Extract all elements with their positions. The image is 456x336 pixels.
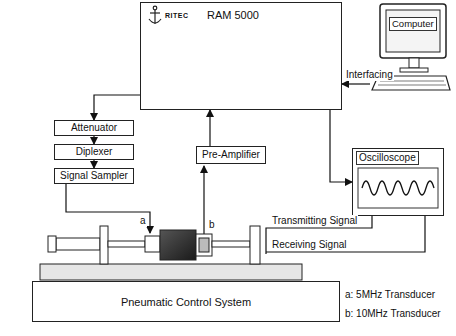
node-text: RITEC [165,12,189,19]
connector-arrow [330,110,352,182]
node-text: Pre-Amplifier [202,149,260,161]
edge-label: Interfacing [345,69,394,81]
signal-name: Receiving Signal [271,239,348,251]
node-text: Signal Sampler [60,170,128,182]
signal-wire [203,166,204,234]
node-text: RAM 5000 [207,9,259,21]
oscilloscope-screen [358,168,438,208]
process-box: Signal Sampler [54,168,134,184]
connector-arrow [94,95,140,120]
connector-arrow [209,110,210,146]
note-text: a: 5MHz Transducer [344,289,436,301]
logo-symbol [149,6,161,24]
connector-arrow [93,160,94,168]
callout-letter: a [139,215,147,227]
node-text: Pneumatic Control System [121,296,251,308]
connector-arrow [93,136,94,144]
note-text: b: 10MHz Transducer [344,308,442,320]
process-box: Pre-Amplifier [196,146,266,164]
node-text: Diplexer [76,146,113,158]
signal-wire [266,216,425,252]
control-system-box: Pneumatic Control System [32,281,340,322]
signal-wire [266,216,372,254]
node-text: Computer [389,17,437,31]
specimen-block [160,230,196,260]
signal-name: Transmitting Signal [271,215,358,227]
oscilloscope-node: Oscilloscope [352,148,444,216]
node-text: Oscilloscope [356,151,419,165]
callout-letter: b [208,219,216,231]
test-rig [40,226,302,280]
instrument-box: RITEC RAM 5000 [140,2,342,110]
process-box: Attenuator [54,120,134,136]
transducer-b [196,234,212,256]
node-text: Attenuator [71,122,117,134]
connector-arrow [342,83,370,84]
transducer-a [145,236,160,252]
process-box: Diplexer [54,144,134,160]
